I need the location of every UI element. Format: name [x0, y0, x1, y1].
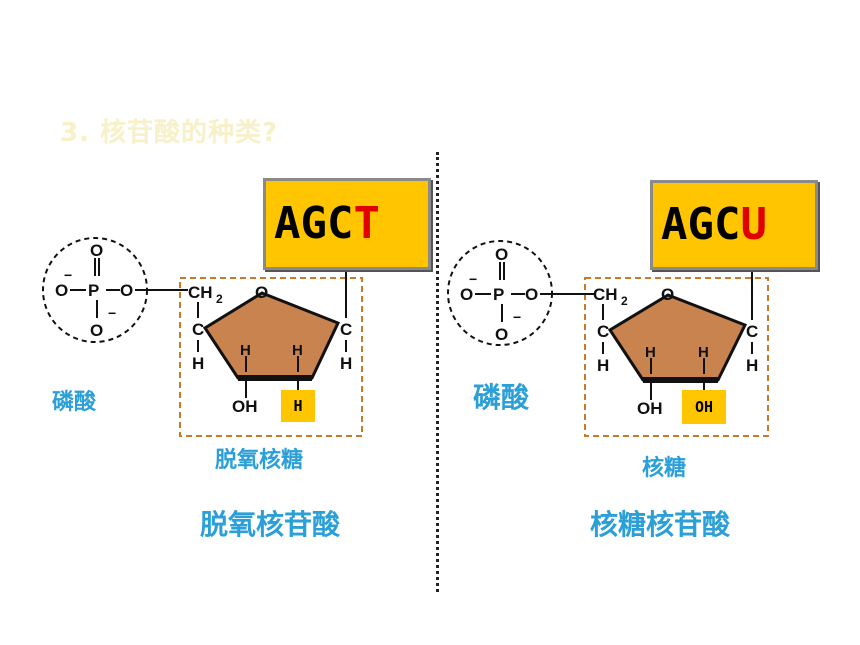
- right-phosphate-label: 磷酸: [473, 381, 530, 414]
- left-ring-o: O: [255, 283, 268, 302]
- left-ch2: CH: [188, 283, 213, 302]
- left-sugar-label: 脱氧核糖: [215, 448, 304, 473]
- right-c4: C: [597, 322, 609, 341]
- right-oh3: OH: [637, 399, 663, 418]
- right-sugar-box: [584, 277, 769, 437]
- left-base-prefix: AGC: [274, 198, 354, 249]
- right-base-prefix: AGC: [661, 199, 741, 250]
- right-ch2: CH: [593, 285, 618, 304]
- right-ring-o: O: [661, 285, 674, 304]
- left-c4: C: [192, 320, 204, 339]
- right-h4: H: [597, 356, 609, 375]
- right-atom-o-left: O: [460, 285, 473, 304]
- left-h4: H: [192, 354, 204, 373]
- left-atom-o-left: O: [55, 281, 68, 300]
- right-sugar-ring: [607, 293, 748, 382]
- left-nucleotide: O O − P O O − CH 2 O C C H H H H OH: [42, 237, 363, 437]
- right-atom-o-bottom: O: [495, 325, 508, 344]
- left-sugar-ring: [202, 291, 341, 380]
- left-phosphate-label: 磷酸: [52, 390, 97, 415]
- panel-divider: [436, 152, 439, 592]
- right-atom-o-top: O: [495, 245, 508, 264]
- left-c2-group-tag: H: [281, 390, 315, 422]
- right-h2: H: [698, 344, 709, 361]
- left-sugar-box: [179, 277, 363, 437]
- left-minus-left: −: [64, 267, 72, 283]
- right-nucleotide-label: 核糖核苷酸: [590, 508, 731, 541]
- left-h1: H: [340, 354, 352, 373]
- right-c1: C: [746, 322, 758, 341]
- right-minus-left: −: [469, 271, 477, 287]
- right-h1: H: [746, 356, 758, 375]
- right-atom-p: P: [493, 285, 504, 304]
- left-atom-o-bottom: O: [90, 321, 103, 340]
- left-h2: H: [292, 342, 303, 359]
- right-h3: H: [645, 344, 656, 361]
- left-base-highlight: T: [353, 198, 380, 249]
- left-oh3: OH: [232, 397, 258, 416]
- right-minus-bottom: −: [513, 309, 521, 325]
- right-base-highlight: U: [740, 199, 767, 250]
- left-c1: C: [340, 320, 352, 339]
- right-sugar-label: 核糖: [642, 456, 687, 481]
- slide-title: 3. 核苷酸的种类?: [60, 118, 279, 148]
- right-c2-group-tag: OH: [682, 390, 726, 424]
- left-nucleotide-label: 脱氧核苷酸: [200, 508, 341, 541]
- left-atom-o-top: O: [90, 241, 103, 260]
- right-nucleotide: O O − P O O − CH 2 O C C H H H H OH: [447, 240, 769, 437]
- left-h3: H: [240, 342, 251, 359]
- left-ch2-sub: 2: [216, 292, 223, 306]
- left-atom-o-right: O: [120, 281, 133, 300]
- right-atom-o-right: O: [525, 285, 538, 304]
- right-ch2-sub: 2: [621, 294, 628, 308]
- left-atom-p: P: [88, 281, 99, 300]
- left-minus-bottom: −: [108, 305, 116, 321]
